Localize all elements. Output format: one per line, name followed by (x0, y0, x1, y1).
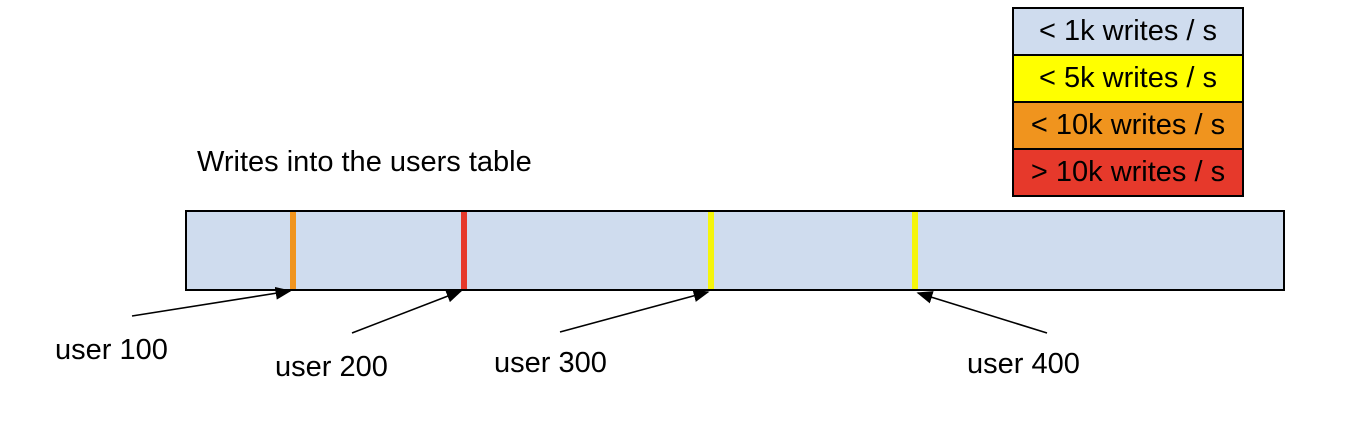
legend-item-lt-5k: < 5k writes / s (1012, 54, 1244, 103)
users-table-bar (185, 210, 1285, 291)
hotspot-marker-user-200 (461, 212, 467, 289)
hotspot-marker-user-400 (912, 212, 918, 289)
legend-item-gt-10k: > 10k writes / s (1012, 148, 1244, 197)
label-user-200: user 200 (275, 351, 388, 383)
arrow-user-300 (559, 289, 710, 333)
label-user-400: user 400 (967, 348, 1080, 380)
legend-item-lt-1k: < 1k writes / s (1012, 7, 1244, 56)
legend-item-lt-10k: < 10k writes / s (1012, 101, 1244, 150)
hotspot-marker-user-300 (708, 212, 714, 289)
diagram-title: Writes into the users table (197, 146, 532, 178)
arrow-user-400 (916, 291, 1048, 334)
legend: < 1k writes / s < 5k writes / s < 10k wr… (1012, 7, 1244, 197)
hotspot-marker-user-100 (290, 212, 296, 289)
arrow-user-100 (131, 286, 292, 317)
arrow-user-200 (351, 290, 463, 334)
label-user-100: user 100 (55, 334, 168, 366)
label-user-300: user 300 (494, 347, 607, 379)
